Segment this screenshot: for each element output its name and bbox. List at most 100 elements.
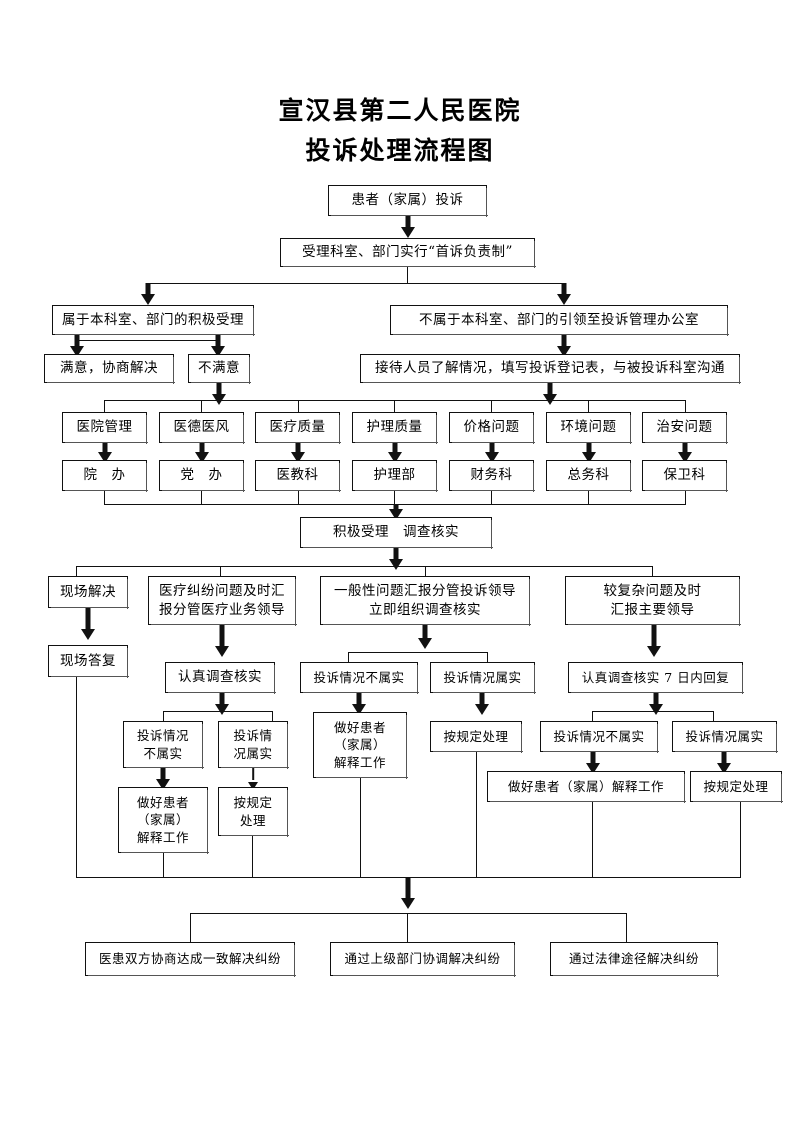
connector-path-drop-dispute xyxy=(220,566,222,576)
arrow-to-reception xyxy=(556,335,572,357)
node-dispute-report: 医疗纠纷问题及时汇 报分管医疗业务领导 xyxy=(148,576,297,626)
connector-cat-drop-2 xyxy=(201,400,203,412)
node-category-5: 环境问题 xyxy=(546,412,632,444)
connector-intake-stem xyxy=(407,267,409,284)
node-complex-report: 较复杂问题及时 汇报主要领导 xyxy=(565,576,741,626)
node-category-2: 医疗质量 xyxy=(255,412,341,444)
arrow-investigate7-split xyxy=(648,693,664,715)
connector-investigate7-right xyxy=(713,711,715,722)
arrow-unfounded-narrow-to-explain xyxy=(155,768,171,790)
connector-dept-up-6 xyxy=(685,491,687,505)
node-category-3: 护理质量 xyxy=(352,412,438,444)
connector-explain-mid-drop xyxy=(360,778,362,878)
node-verdict-founded-right: 投诉情况属实 xyxy=(672,721,778,753)
connector-investigate7-split-bus xyxy=(592,711,714,713)
node-action-explain-wide: 做好患者（家属）解释工作 xyxy=(487,771,686,803)
connector-outcome-drop-1 xyxy=(407,913,409,943)
arrow-founded-mid-to-process xyxy=(474,693,490,715)
node-category-6: 治安问题 xyxy=(642,412,728,444)
node-outcome-1: 通过上级部门协调解决纠纷 xyxy=(330,942,516,977)
connector-cat-drop-7 xyxy=(685,400,687,412)
node-intake: 受理科室、部门实行“首诉负责制” xyxy=(280,238,536,268)
page-title-line1: 宣汉县第二人民医院 xyxy=(278,96,522,125)
arrow-to-branch-own xyxy=(140,283,156,305)
arrow-cat-dept-6 xyxy=(677,443,693,463)
node-branch-other: 不属于本科室、部门的引领至投诉管理办公室 xyxy=(390,305,729,336)
connector-path-drop-complex xyxy=(652,566,654,576)
connector-path-split-bus xyxy=(76,566,653,568)
connector-process-narrow-drop xyxy=(252,836,254,878)
node-department-0: 院 办 xyxy=(62,460,148,492)
arrow-founded-right-to-process xyxy=(716,752,732,774)
arrow-founded-narrow-to-process xyxy=(245,768,261,790)
connector-process-right-drop xyxy=(740,802,742,878)
connector-outcome-drop-2 xyxy=(626,913,628,943)
node-action-explain-mid: 做好患者 （家属） 解释工作 xyxy=(313,712,408,779)
node-investigate-serious: 认真调查核实 xyxy=(165,662,276,694)
node-category-0: 医院管理 xyxy=(62,412,148,444)
arrow-general-split xyxy=(417,625,433,649)
node-general-report: 一般性问题汇报分管投诉领导 立即组织调查核实 xyxy=(320,576,531,626)
connector-investigate-left xyxy=(163,711,165,722)
node-department-5: 总务科 xyxy=(546,460,632,492)
arrow-complex-to-investigate7 xyxy=(646,625,662,657)
node-verdict-unfounded-right: 投诉情况不属实 xyxy=(540,721,659,753)
arrow-final-merge-down xyxy=(400,877,416,909)
connector-dept-up-0 xyxy=(104,491,106,505)
arrow-onsite-solve-to-reply xyxy=(80,608,96,640)
connector-process-mid-drop xyxy=(476,752,478,878)
node-department-1: 党 办 xyxy=(159,460,245,492)
arrow-start-to-intake xyxy=(400,216,416,238)
node-branch-own: 属于本科室、部门的积极受理 xyxy=(52,305,255,336)
connector-outcome-drop-0 xyxy=(190,913,192,943)
node-action-process-mid: 按规定处理 xyxy=(430,721,523,753)
connector-investigate-split-bus xyxy=(163,711,273,713)
arrow-to-branch-other xyxy=(556,283,572,305)
connector-outcome-bus xyxy=(190,913,627,915)
connector-dept-up-1 xyxy=(201,491,203,505)
arrow-unfounded-mid-to-explain xyxy=(351,693,367,715)
node-reception: 接待人员了解情况，填写投诉登记表，与被投诉科室沟通 xyxy=(360,354,741,384)
node-accept-investigate: 积极受理 调查核实 xyxy=(300,517,493,549)
arrow-unfounded-right-to-explain xyxy=(585,752,601,774)
node-verdict-unfounded-narrow: 投诉情况 不属实 xyxy=(123,721,204,769)
connector-dept-up-4 xyxy=(491,491,493,505)
node-onsite-reply: 现场答复 xyxy=(48,645,129,678)
arrow-cat-dept-2 xyxy=(290,443,306,463)
connector-general-left xyxy=(348,652,350,662)
connector-general-right xyxy=(487,652,489,662)
node-department-4: 财务科 xyxy=(449,460,535,492)
connector-dept-up-3 xyxy=(394,491,396,505)
connector-dept-up-5 xyxy=(588,491,590,505)
arrow-cat-dept-3 xyxy=(387,443,403,463)
node-action-explain-narrow: 做好患者 （家属） 解释工作 xyxy=(118,787,209,854)
node-verdict-unfounded-mid: 投诉情况不属实 xyxy=(300,662,419,694)
connector-intake-split xyxy=(147,283,564,285)
node-department-6: 保卫科 xyxy=(642,460,728,492)
node-unsatisfied: 不满意 xyxy=(188,354,251,384)
node-category-4: 价格问题 xyxy=(449,412,535,444)
node-category-1: 医德医风 xyxy=(159,412,245,444)
connector-cat-drop-6 xyxy=(588,400,590,412)
node-action-process-right: 按规定处理 xyxy=(690,771,783,803)
arrow-cat-dept-1 xyxy=(194,443,210,463)
node-department-3: 护理部 xyxy=(352,460,438,492)
node-outcome-0: 医患双方协商达成一致解决纠纷 xyxy=(85,942,296,977)
node-investigate-7day: 认真调查核实 7 日内回复 xyxy=(568,662,744,694)
connector-investigate-right xyxy=(272,711,274,722)
connector-onsite-reply-drop xyxy=(76,677,78,878)
node-start: 患者（家属）投诉 xyxy=(328,185,488,217)
arrow-investigate-split xyxy=(214,693,230,715)
arrow-dispute-to-investigate xyxy=(214,625,230,657)
connector-dept-up-2 xyxy=(298,491,300,505)
node-onsite-solve: 现场解决 xyxy=(48,576,129,609)
node-verdict-founded-mid: 投诉情况属实 xyxy=(430,662,536,694)
connector-investigate7-left xyxy=(592,711,594,722)
page-title-line2: 投诉处理流程图 xyxy=(305,136,495,165)
connector-cat-drop-5 xyxy=(491,400,493,412)
connector-own-split xyxy=(76,340,218,342)
node-satisfied: 满意，协商解决 xyxy=(44,354,175,384)
node-outcome-2: 通过法律途径解决纠纷 xyxy=(550,942,719,977)
arrow-cat-dept-0 xyxy=(97,443,113,463)
